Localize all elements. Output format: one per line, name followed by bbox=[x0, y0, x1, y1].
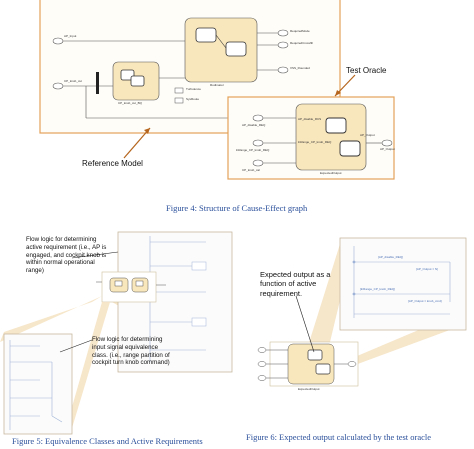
callout-expected-output: Expected output as a function of active … bbox=[260, 270, 331, 298]
oracle-port-label: AP_Output bbox=[380, 147, 395, 151]
zoom-label: [AP_Output = knob_cmd] bbox=[408, 299, 442, 303]
oracle-port-label: lnRange_CP_knob_REQ bbox=[236, 148, 270, 152]
figure-5-diagram bbox=[0, 231, 233, 435]
model-port-label: CP_knob_cut bbox=[64, 79, 83, 83]
zoom-label: [AP_Output = N] bbox=[416, 267, 438, 271]
model-block-label: CP_knob_cut_BQ bbox=[118, 101, 143, 105]
oracle-port-label: CP_knob_cal bbox=[242, 168, 260, 172]
figure-4-diagram bbox=[39, 0, 395, 180]
test-oracle-label: Test Oracle bbox=[346, 66, 387, 75]
model-port-label: VSS_Rounded bbox=[290, 66, 310, 70]
zoom-label: [lnRange_CP_knob_REQ] bbox=[360, 287, 396, 291]
oracle-block-label: ExpectedOutput bbox=[298, 387, 320, 391]
figure-4: AP_Input CP_knob_cut CP_knob_cut_BQ Turb… bbox=[0, 0, 474, 222]
figure-5: Flow logic for determining active requir… bbox=[0, 222, 240, 449]
oracle-port-label: AP_disable_REQ bbox=[242, 123, 266, 127]
model-block-label: SysRoute bbox=[186, 97, 200, 101]
model-port-label: RequiredMode bbox=[290, 29, 310, 33]
model-block-label: Rudimator bbox=[210, 83, 224, 87]
figure-4-caption: Figure 4: Structure of Cause-Effect grap… bbox=[166, 203, 308, 213]
oracle-inner-label: lnRange_CP_knob_REQ bbox=[298, 140, 332, 144]
zoom-label: [AP_disable_REQ] bbox=[378, 255, 404, 259]
oracle-inner-label: AP_Output bbox=[360, 133, 375, 137]
model-port-label: RequiredCrossfill bbox=[290, 41, 313, 45]
callout-equivalence-class: Flow logic for determining input signal … bbox=[92, 336, 170, 367]
model-block-label: Turbulence bbox=[186, 87, 201, 91]
oracle-block-label: ExpectedOutput bbox=[320, 171, 342, 175]
model-port-label: AP_Input bbox=[64, 34, 77, 38]
figure-5-caption: Figure 5: Equivalence Classes and Active… bbox=[12, 436, 203, 446]
callout-active-requirement: Flow logic for determining active requir… bbox=[26, 236, 107, 274]
figure-6: Expected output as a function of active … bbox=[240, 222, 474, 449]
figure-6-caption: Figure 6: Expected output calculated by … bbox=[246, 432, 432, 442]
reference-model-label: Reference Model bbox=[82, 159, 143, 168]
figure-6-diagram bbox=[257, 237, 467, 387]
oracle-inner-label: AP_disable_RCS bbox=[298, 117, 322, 121]
